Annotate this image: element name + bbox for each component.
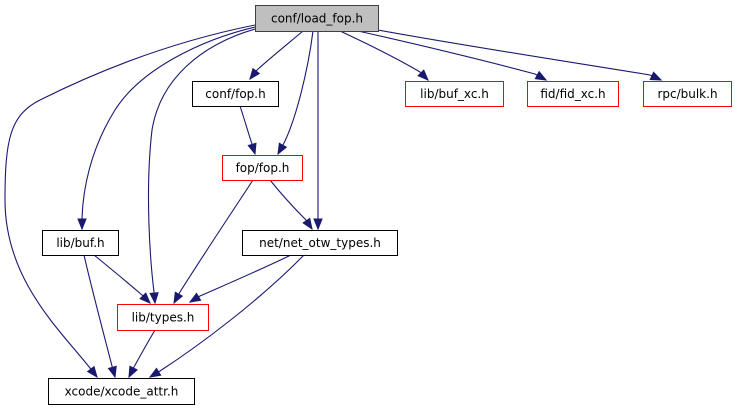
arrowhead-icon [188,292,202,303]
edge-fop_fop-to-types [173,179,254,305]
edge-fop_fop-to-net_otw [269,179,313,231]
edge-net_otw-to-types [188,254,292,303]
node-types[interactable]: lib/types.h [117,304,209,331]
node-label: conf/load_fop.h [271,12,363,26]
arrowhead-icon [139,292,151,304]
edge-line [269,179,313,230]
edge-load_fop-to-fid_xc [357,30,548,81]
node-label: lib/types.h [132,311,195,325]
node-box[interactable] [405,81,504,107]
node-box[interactable] [255,5,379,32]
edge-line [357,30,547,81]
arrowhead-icon [173,291,184,305]
node-fop-fop[interactable]: fop/fop.h [222,155,303,181]
arrowhead-icon [277,142,288,156]
node-label: xcode/xcode_attr.h [65,385,179,399]
node-label: lib/buf_xc.h [420,87,489,101]
arrowhead-icon [313,218,323,231]
arrowhead-icon [649,71,663,81]
node-bulk[interactable]: rpc/bulk.h [643,81,732,107]
edge-line [173,179,254,304]
node-label: net/net_otw_types.h [259,236,381,250]
edge-buf-to-types [93,254,151,304]
edge-line [128,329,156,378]
node-load-fop[interactable]: conf/load_fop.h [255,5,379,32]
edge-load_fop-to-buf [77,26,256,231]
node-xcode-attr[interactable]: xcode/xcode_attr.h [48,378,195,405]
edge-load_fop-to-bulk [377,29,663,81]
edge-line [249,30,304,80]
edge-types-to-xcode_attr [128,329,156,379]
edge-line [93,254,151,304]
edge-line [81,26,256,229]
node-box[interactable] [527,81,619,107]
edge-load_fop-to-fop_fop [277,30,314,156]
arrowhead-icon [86,365,98,379]
node-box[interactable] [48,378,195,405]
arrowhead-icon [249,67,261,81]
edge-line [189,254,292,303]
node-box[interactable] [42,230,119,256]
node-box[interactable] [643,81,732,107]
nodes-layer: conf/load_fop.h conf/fop.h lib/buf_xc.h fid… [42,5,732,405]
arrowhead-icon [247,142,257,156]
arrowhead-icon [302,217,313,231]
edges-layer [4,24,663,379]
node-buf-xc[interactable]: lib/buf_xc.h [405,81,504,107]
arrowhead-icon [148,367,162,378]
edge-line [83,254,116,378]
node-box[interactable] [242,230,398,256]
arrowhead-icon [149,292,159,305]
edge-line [277,30,314,155]
node-conf-fop[interactable]: conf/fop.h [192,81,279,107]
edge-net_otw-to-xcode_attr [148,254,305,378]
node-label: fid/fid_xc.h [540,87,605,101]
node-box[interactable] [117,304,209,331]
edge-conf_fop-to-fop_fop [239,105,257,156]
arrowhead-icon [534,70,548,81]
node-label: lib/buf.h [56,236,104,250]
edge-line [339,30,429,81]
edge-load_fop-to-xcode_attr [4,24,256,379]
arrowhead-icon [417,69,429,81]
edge-line [377,29,662,81]
node-label: rpc/bulk.h [657,87,717,101]
node-box[interactable] [192,81,279,107]
node-buf[interactable]: lib/buf.h [42,230,119,256]
edge-line [147,28,256,304]
arrowhead-icon [107,365,117,379]
edge-load_fop-to-buf_xc [339,30,429,81]
edge-load_fop-to-types [147,28,256,305]
node-net-otw[interactable]: net/net_otw_types.h [242,230,398,256]
edge-load_fop-to-conf_fop [249,30,304,81]
node-label: fop/fop.h [236,161,290,175]
node-box[interactable] [222,155,303,181]
edge-buf-to-xcode_attr [83,254,117,379]
node-fid-xc[interactable]: fid/fid_xc.h [527,81,619,107]
edge-line [4,24,256,378]
node-label: conf/fop.h [205,87,265,101]
arrowhead-icon [77,218,87,231]
arrowhead-icon [128,365,138,379]
edge-line [149,254,305,378]
edge-load_fop-to-net_otw [313,31,323,231]
